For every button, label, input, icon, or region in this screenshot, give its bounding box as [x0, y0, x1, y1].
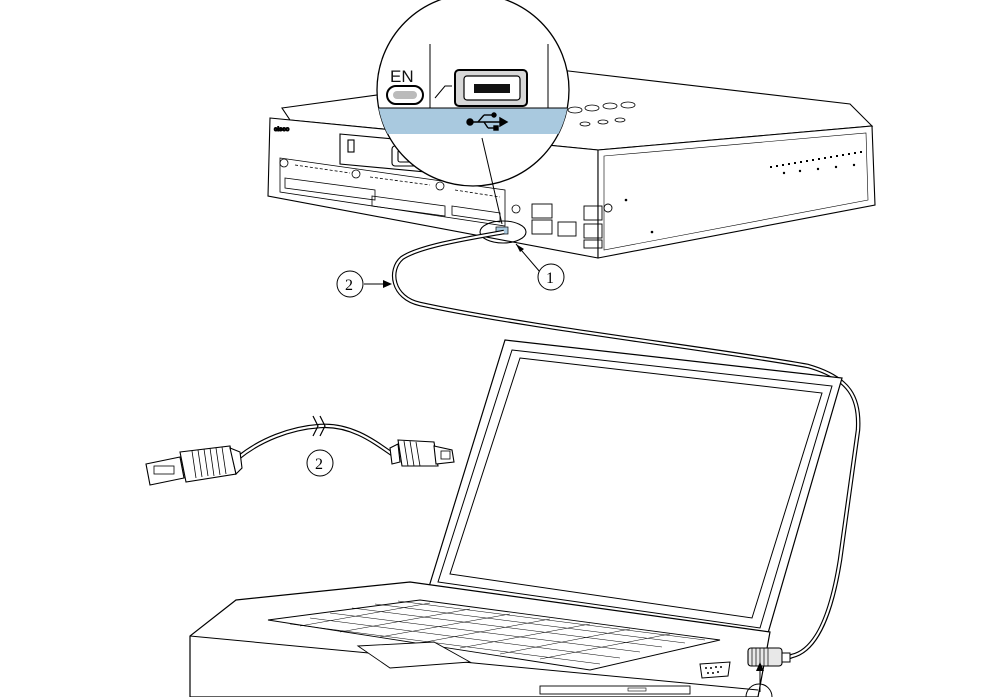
laptop-touchpad [356, 641, 472, 669]
router: cisco [267, 69, 876, 259]
usb-port-highlight [479, 220, 527, 244]
usb-icon [466, 112, 509, 131]
callout-1-label: 1 [546, 270, 554, 287]
callout-3-partial [745, 662, 773, 697]
laptop-serial-port [699, 661, 731, 679]
vent-holes [624, 151, 862, 234]
laptop-usb-connector [747, 647, 791, 667]
cisco-logo: cisco [274, 127, 290, 133]
usb-port-inset: EN [376, 0, 570, 225]
mini-usb-b-connector [389, 439, 455, 467]
en-label: EN [390, 67, 414, 86]
laptop-keyboard [267, 599, 721, 671]
callout-2-cable: 2 [306, 449, 334, 477]
callout-1: 1 [515, 243, 565, 291]
laptop [189, 339, 843, 697]
callout-2-router: 2 [336, 270, 392, 298]
callout-2-cable-label: 2 [315, 456, 323, 473]
usb-a-connector [145, 445, 243, 486]
ethernet-ports [531, 203, 613, 249]
usb-label-band [377, 108, 569, 134]
usb-cable-detail [145, 415, 455, 486]
slot-panels [279, 157, 521, 227]
usb-console-cable [391, 229, 861, 663]
callout-2-router-label: 2 [345, 277, 353, 294]
